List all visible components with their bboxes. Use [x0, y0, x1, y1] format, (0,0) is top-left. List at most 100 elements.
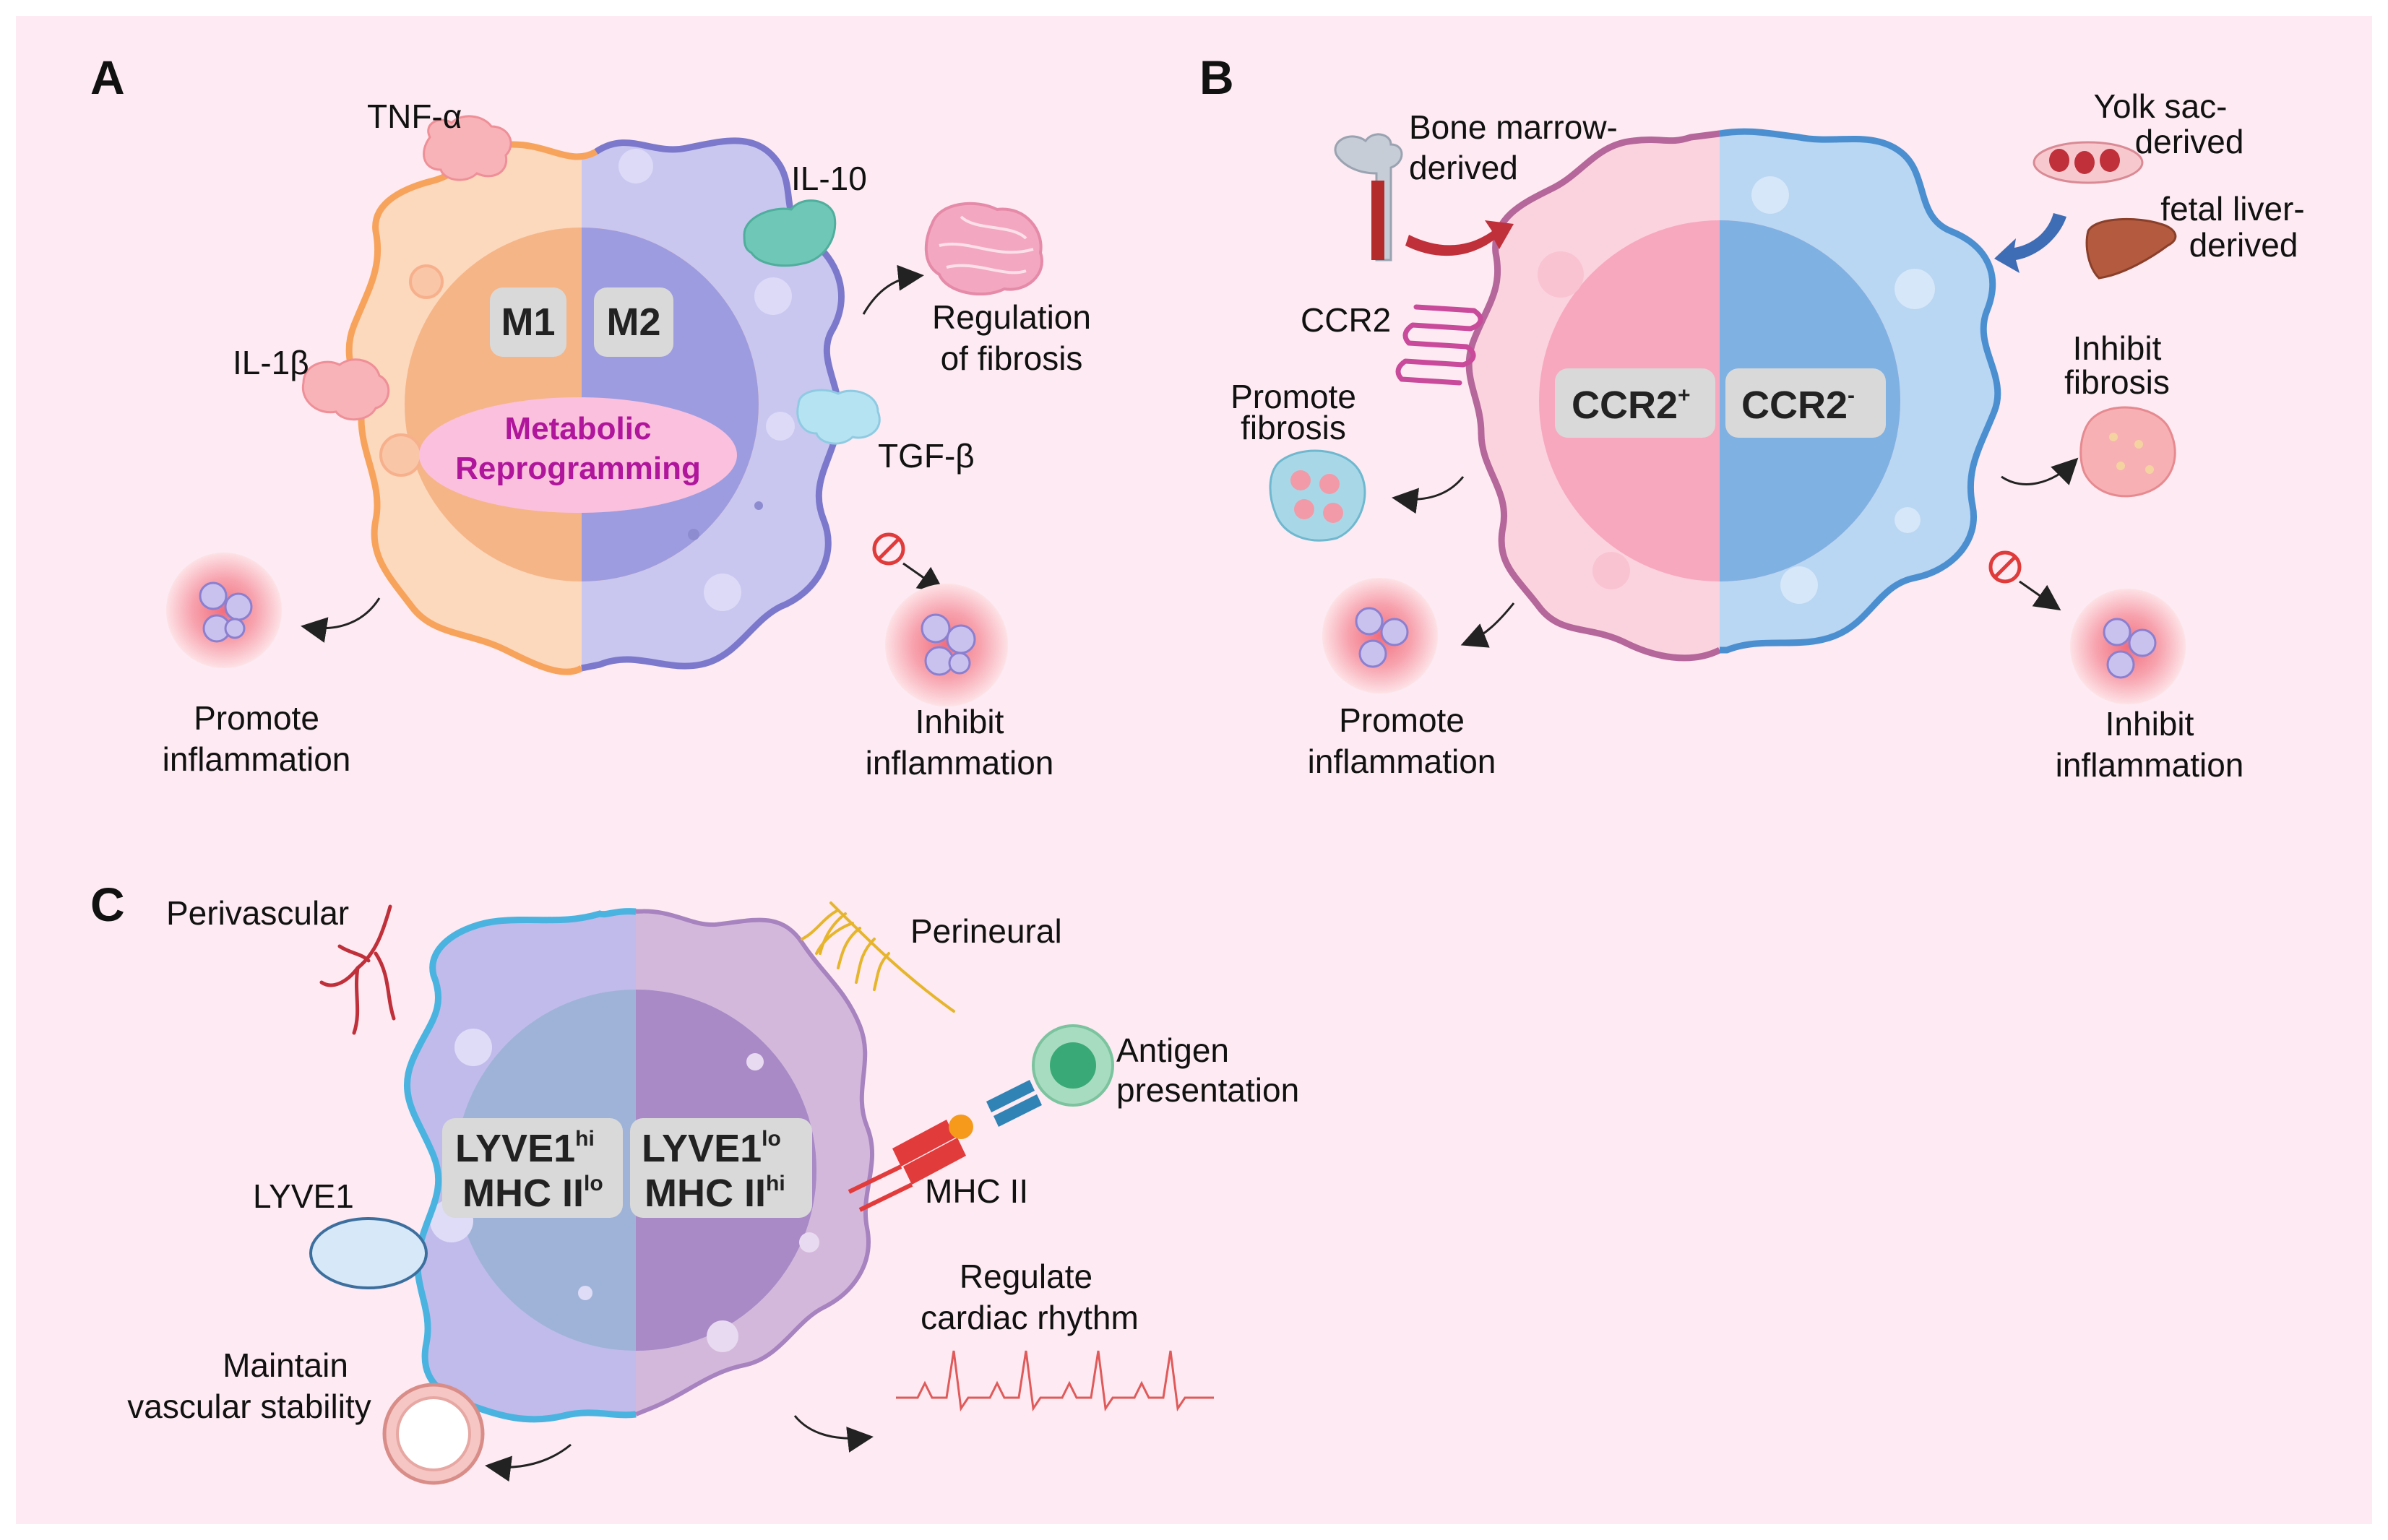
- panel-a: A M1 M2 Metabolic Repro: [90, 51, 1091, 782]
- mhc2-receptor-icon: [848, 1115, 973, 1212]
- ecg-waveform-icon: [896, 1350, 1214, 1412]
- regulate-rhythm-arrow: [793, 1415, 874, 1453]
- inhibit-inflammation-a-line1: Inhibit: [915, 703, 1004, 740]
- fetal-liver-line1: fetal liver-: [2160, 190, 2304, 228]
- bone-marrow-line2: derived: [1409, 149, 1518, 186]
- metabolic-reprogramming: Metabolic Reprogramming: [419, 397, 737, 513]
- yolk-sac-icon: [2033, 141, 2144, 184]
- perineural-label: Perineural: [910, 912, 1062, 950]
- inhibit-inflammation-b-line2: inflammation: [2056, 746, 2244, 784]
- inhibit-fibrosis-tissue-icon: [2079, 406, 2176, 498]
- ccr2-pos-label: CCR2+: [1572, 384, 1691, 427]
- inflammation-cell-inhibit-a: [885, 584, 1008, 706]
- fetal-liver-line2: derived: [2189, 226, 2298, 264]
- lyve1-receptor-icon: [309, 1217, 428, 1289]
- inflammation-cell-inhibit-b: [2070, 589, 2186, 704]
- liver-icon: [2085, 218, 2177, 280]
- il10-blob: [743, 199, 837, 267]
- bone-marrow-line1: Bone marrow-: [1409, 108, 1618, 146]
- inhibit-inflammation-b-line1: Inhibit: [2105, 705, 2194, 743]
- macrophage-a-outline-right: [581, 137, 845, 672]
- ccr2-receptor-label: CCR2: [1301, 301, 1391, 339]
- yolk-sac-line2: derived: [2135, 123, 2244, 160]
- ccr2-pos-label-box: CCR2+: [1555, 368, 1715, 438]
- ccr2-receptor-icon: [1395, 304, 1483, 386]
- promote-fibrosis-tissue-icon: [1269, 449, 1366, 542]
- metabolic-line1: Metabolic: [505, 411, 652, 446]
- panel-b: B CCR2+ CCR2- Bone marrow-: [1199, 51, 2305, 784]
- tgfb-label: TGF-β: [878, 437, 975, 475]
- lyve1-lo-line1: LYVE1lo: [642, 1127, 781, 1170]
- macrophage-c-outline-right: [634, 909, 874, 1416]
- antigen-cell-icon: [1032, 1024, 1114, 1107]
- macrophage-b-outline-left: [1465, 130, 1722, 662]
- vascular-line1: Maintain: [223, 1346, 348, 1384]
- fibrosis-arrow: [862, 264, 924, 315]
- lyve1-lo-line2: MHC IIhi: [645, 1172, 785, 1215]
- promote-inflammation-b-line1: Promote: [1339, 701, 1465, 739]
- promote-fibrosis-line1: Promote: [1230, 378, 1356, 415]
- promote-inflammation-a-line2: inflammation: [163, 740, 351, 778]
- inhibit-inflammation-arrow-b: [2019, 580, 2061, 611]
- promote-inflammation-arrow-b: [1460, 602, 1515, 648]
- vascular-stability-arrow: [485, 1443, 572, 1482]
- nerve-icon: [801, 901, 955, 1013]
- regulate-line2: cardiac rhythm: [921, 1299, 1139, 1336]
- il10-label: IL-10: [791, 160, 867, 197]
- panel-b-letter: B: [1199, 51, 1234, 104]
- promote-fibrosis-line2: fibrosis: [1241, 409, 1346, 446]
- lyve1-hi-label-box: LYVE1hi MHC IIlo: [442, 1118, 623, 1218]
- promote-inflammation-b-line2: inflammation: [1308, 743, 1496, 780]
- metabolic-line2: Reprogramming: [455, 451, 701, 486]
- fibrosis-regulation-line2: of fibrosis: [941, 339, 1083, 377]
- bone-marrow-arrow: [1405, 220, 1514, 256]
- promote-inflammation-a-line1: Promote: [194, 699, 319, 737]
- lyve1-receptor-label: LYVE1: [253, 1177, 354, 1215]
- inhibit-inflammation-a-line2: inflammation: [866, 744, 1054, 782]
- background: [16, 16, 2372, 1524]
- antigen-line2: presentation: [1116, 1071, 1299, 1109]
- ccr2-neg-label-box: CCR2-: [1725, 368, 1886, 438]
- m1-label: M1: [501, 300, 555, 344]
- m2-label-box: M2: [594, 287, 673, 357]
- mhc2-label: MHC II: [925, 1172, 1028, 1210]
- promote-inflammation-arrow-a: [301, 597, 381, 643]
- tnf-alpha-label: TNF-α: [367, 98, 462, 135]
- inhibit-symbol-a: [872, 532, 905, 566]
- il1b-blob: [301, 358, 390, 421]
- tnf-alpha-blob: [423, 115, 512, 181]
- inhibit-symbol-b: [1988, 550, 2022, 584]
- vascular-line2: vascular stability: [127, 1388, 371, 1425]
- m2-label: M2: [606, 300, 660, 344]
- inhibit-fibrosis-arrow: [2001, 457, 2079, 485]
- yolk-sac-line1: Yolk sac-: [2094, 87, 2228, 125]
- il1b-label: IL-1β: [233, 344, 309, 381]
- antigen-line1: Antigen: [1116, 1031, 1229, 1069]
- m1-label-box: M1: [490, 287, 566, 357]
- macrophage-c-outline-left: [403, 908, 637, 1423]
- liver-arrow: [1994, 213, 2066, 273]
- lyve1-hi-line1: LYVE1hi: [455, 1127, 595, 1170]
- fibrosis-tissue-icon: [924, 202, 1043, 295]
- bone-icon: [1334, 133, 1403, 261]
- promote-fibrosis-arrow: [1392, 476, 1465, 514]
- tgfb-blob: [796, 389, 881, 445]
- inhibit-inflammation-arrow-a: [902, 562, 945, 593]
- macrophage-b-outline-right: [1719, 128, 2001, 654]
- tcr-receptor-icon: [986, 1080, 1042, 1127]
- vessel-cross-section-icon: [382, 1383, 485, 1485]
- lyve1-lo-label-box: LYVE1lo MHC IIhi: [630, 1118, 812, 1218]
- inhibit-fibrosis-line2: fibrosis: [2064, 363, 2170, 401]
- panel-a-letter: A: [90, 51, 125, 104]
- blood-vessel-icon: [319, 904, 396, 1035]
- inflammation-cell-promote-a: [166, 553, 282, 668]
- perivascular-label: Perivascular: [166, 894, 349, 932]
- panel-c-letter: C: [90, 878, 125, 931]
- fibrosis-regulation-line1: Regulation: [932, 298, 1091, 336]
- ccr2-neg-label: CCR2-: [1741, 384, 1855, 427]
- inhibit-fibrosis-line1: Inhibit: [2073, 329, 2162, 367]
- lyve1-hi-line2: MHC IIlo: [462, 1172, 603, 1215]
- regulate-line1: Regulate: [960, 1258, 1092, 1295]
- inflammation-cell-promote-b: [1322, 578, 1438, 693]
